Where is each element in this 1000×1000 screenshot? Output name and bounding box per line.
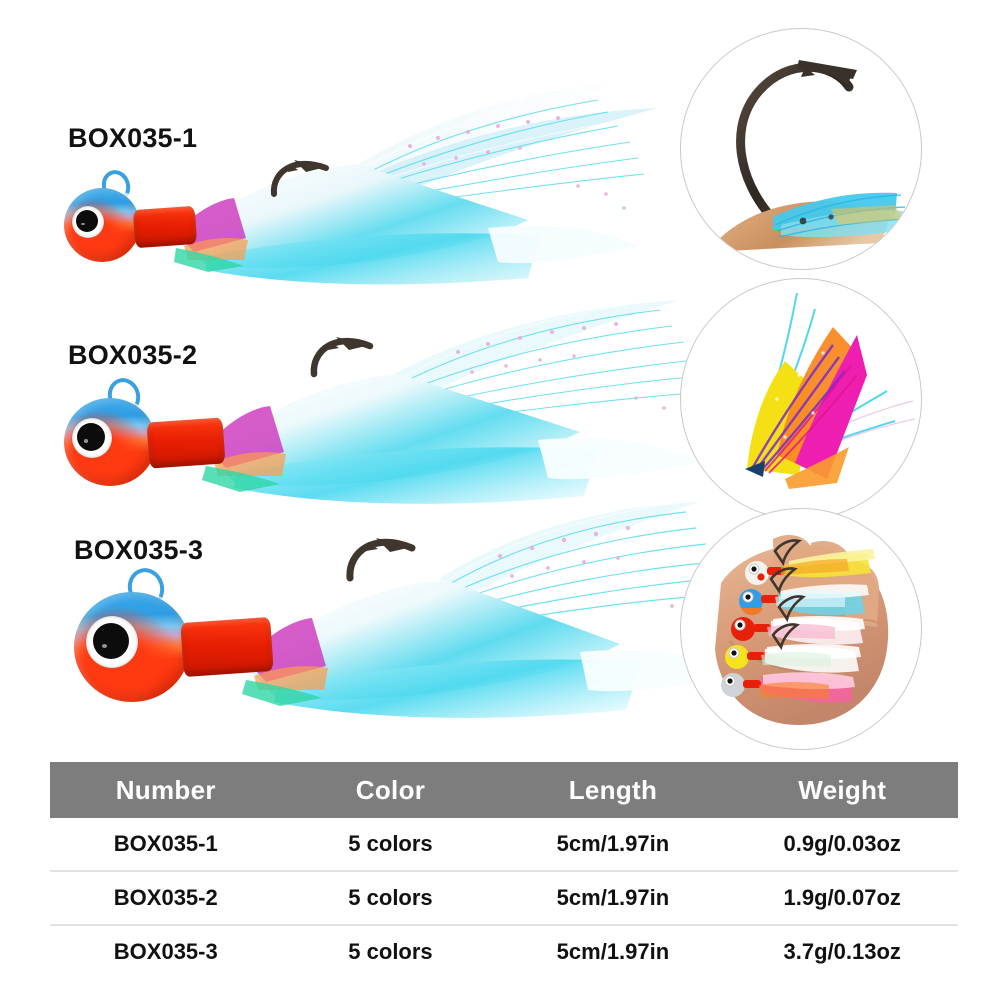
lure-label-3: BOX035-3 <box>74 535 204 565</box>
lure-2-tail <box>202 299 707 504</box>
lure-eye <box>86 616 138 668</box>
lure-3-jig-head <box>60 480 310 702</box>
cell-color: 5 colors <box>281 871 500 926</box>
lure-label-1: BOX035-1 <box>68 123 198 153</box>
column-header-color: Color <box>281 762 500 818</box>
cell-length: 5cm/1.97in <box>499 871 727 926</box>
cell-length: 5cm/1.97in <box>499 925 727 978</box>
specification-table: Number Color Length Weight BOX035-1 5 co… <box>50 762 958 978</box>
hand-with-lures-art <box>715 535 889 725</box>
fishing-hook-icon <box>736 62 854 224</box>
thread-collar <box>180 616 274 678</box>
hand-lure-5 <box>721 672 855 703</box>
cell-weight: 3.7g/0.13oz <box>726 925 958 978</box>
cell-weight: 0.9g/0.03oz <box>726 818 958 872</box>
column-header-number: Number <box>50 762 282 818</box>
lure-pupil <box>77 423 105 451</box>
lure-label-2: BOX035-2 <box>68 340 198 370</box>
cell-number: BOX035-3 <box>50 925 282 978</box>
lure-pupil <box>93 623 129 659</box>
lure-eye <box>72 418 112 458</box>
column-header-weight: Weight <box>726 762 958 818</box>
lure-assembly-2 <box>60 280 740 510</box>
hand-lure-4 <box>725 623 861 673</box>
detail-inset-feather <box>680 278 922 520</box>
column-header-length: Length <box>499 762 727 818</box>
cell-color: 5 colors <box>281 818 500 872</box>
lure-pupil <box>76 210 98 232</box>
lure-eye <box>72 206 104 238</box>
detail-inset-hook <box>680 28 922 270</box>
lure-2-jig-head <box>60 280 280 486</box>
hook-closeup-art <box>717 60 908 251</box>
cell-length: 5cm/1.97in <box>499 818 727 872</box>
cell-number: BOX035-1 <box>50 818 282 872</box>
table-row: BOX035-2 5 colors 5cm/1.97in 1.9g/0.07oz <box>50 871 958 926</box>
table-header-row: Number Color Length Weight <box>50 762 958 818</box>
cell-color: 5 colors <box>281 925 500 978</box>
lure-assembly-3 <box>60 480 760 730</box>
detail-inset-hand <box>680 508 922 750</box>
table-row: BOX035-3 5 colors 5cm/1.97in 3.7g/0.13oz <box>50 925 958 978</box>
feather-closeup-art <box>745 292 916 489</box>
table-row: BOX035-1 5 colors 5cm/1.97in 0.9g/0.03oz <box>50 818 958 872</box>
lure-1-jig-head <box>58 60 258 262</box>
cell-number: BOX035-2 <box>50 871 282 926</box>
thread-collar <box>132 205 198 249</box>
lure-assembly-1 <box>58 60 698 290</box>
hand-lure-1 <box>745 539 875 585</box>
cell-weight: 1.9g/0.07oz <box>726 871 958 926</box>
thread-collar <box>146 417 226 469</box>
lure-1-tail <box>174 82 658 285</box>
